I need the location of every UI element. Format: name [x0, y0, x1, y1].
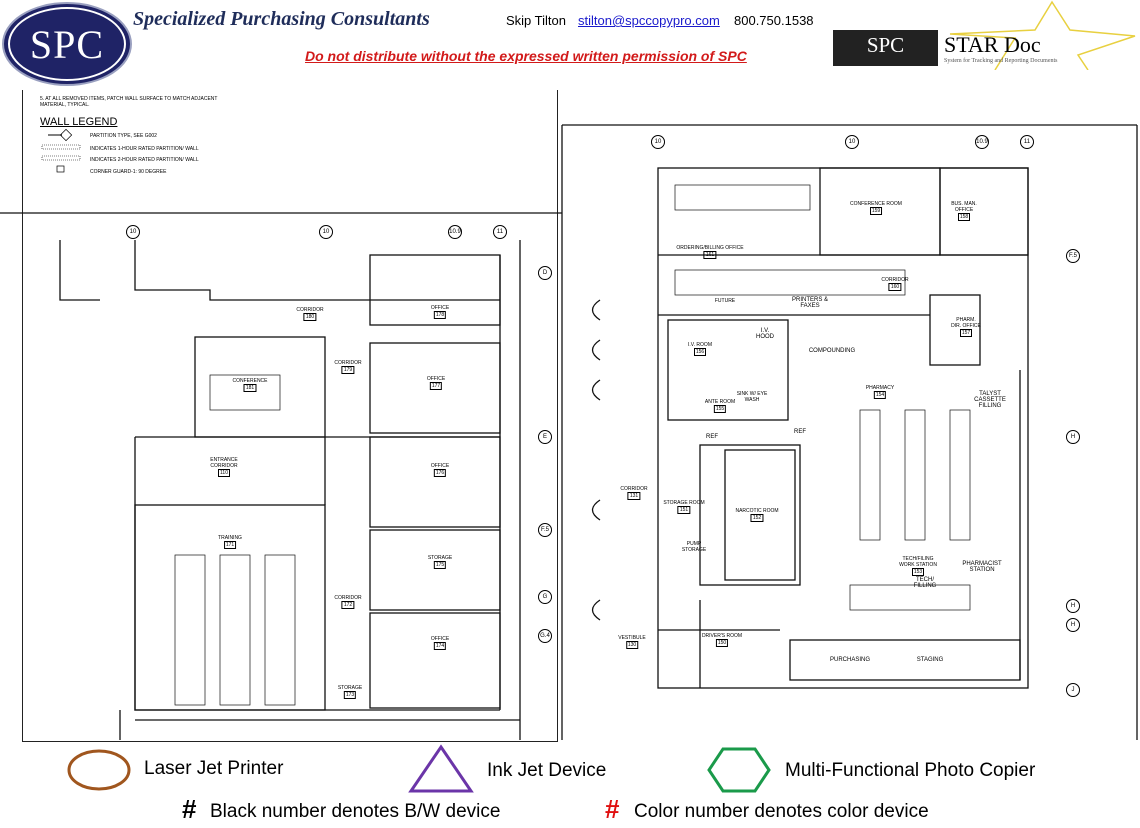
- legend-inkjet-label: Ink Jet Device: [487, 760, 607, 781]
- plan-label: FUTURE: [714, 298, 736, 304]
- stardoc-subtitle: System for Tracking and Reporting Docume…: [944, 58, 1058, 64]
- grid-col-marker: 10: [319, 225, 333, 239]
- grid-row-marker: E: [538, 430, 552, 444]
- plan-label: PUMP STORAGE: [681, 541, 707, 553]
- plan-label: PURCHASING: [829, 657, 871, 663]
- plan-label: REF: [706, 434, 718, 440]
- grid-row-marker: G.4: [538, 629, 552, 643]
- grid-col-marker: 11: [1020, 135, 1034, 149]
- wall-legend-item: CORNER GUARD-1: 90 DEGREE: [90, 169, 167, 175]
- plan-label: SINK W/ EYE WASH: [736, 391, 768, 403]
- plan-label: PRINTERS & FAXES: [791, 297, 828, 309]
- grid-col-marker: 10: [845, 135, 859, 149]
- spc-logo-text: SPC: [8, 7, 126, 81]
- wall-legend-item: INDICATES 2-HOUR RATED PARTITION/ WALL: [90, 157, 199, 163]
- stardoc-logo: SPC: [833, 30, 938, 66]
- grid-row-marker: H: [1066, 430, 1080, 444]
- grid-row-marker: H: [1066, 618, 1080, 632]
- grid-row-marker: D: [538, 266, 552, 280]
- legend-mfp-label: Multi-Functional Photo Copier: [785, 760, 1036, 781]
- plan-label: STAGING: [916, 657, 944, 663]
- laser-printer-circle-icon: [67, 749, 131, 791]
- black-hash-symbol: #: [182, 794, 197, 824]
- contact-name: Skip Tilton: [506, 13, 566, 28]
- stardoc-title: STAR Doc: [944, 32, 1041, 57]
- plan-label: COMPOUNDING: [808, 348, 856, 354]
- company-name: Specialized Purchasing Consultants: [133, 8, 430, 30]
- mfp-hexagon-icon: [707, 747, 771, 793]
- star-icon: [949, 0, 1136, 70]
- wall-legend-item: INDICATES 1-HOUR RATED PARTITION/ WALL: [90, 146, 199, 152]
- plan-label: TECH/ FILLING: [913, 577, 937, 589]
- plan-label: I.V. HOOD: [756, 328, 774, 340]
- grid-row-marker: H: [1066, 599, 1080, 613]
- grid-col-marker: 11: [493, 225, 507, 239]
- wall-legend-title: WALL LEGEND: [40, 116, 118, 128]
- plan-label: TALYST CASSETTE FILLING: [974, 391, 1006, 409]
- grid-row-marker: F.5: [538, 523, 552, 537]
- plan-label: PHARMACIST STATION: [962, 561, 1002, 573]
- legend-laser-label: Laser Jet Printer: [144, 758, 284, 779]
- plan-label: REF: [794, 429, 806, 435]
- grid-row-marker: J: [1066, 683, 1080, 697]
- grid-col-marker: 10: [651, 135, 665, 149]
- spc-logo: SPC: [2, 2, 132, 86]
- legend-color-label: Color number denotes color device: [634, 801, 929, 822]
- contact-phone: 800.750.1538: [734, 13, 814, 28]
- distribution-warning: Do not distribute without the expressed …: [305, 48, 747, 64]
- wall-legend-symbols: [41, 128, 81, 173]
- legend-bw-label: Black number denotes B/W device: [210, 801, 501, 822]
- grid-col-marker: 10.9: [975, 135, 989, 149]
- plan-note: 5. AT ALL REMOVED ITEMS, PATCH WALL SURF…: [40, 96, 218, 108]
- inkjet-triangle-icon: [408, 744, 474, 793]
- wall-legend-item: PARTITION TYPE, SEE G002: [90, 133, 157, 139]
- grid-row-marker: F.5: [1066, 249, 1080, 263]
- left-floor-plan: [22, 90, 558, 742]
- contact-email-link[interactable]: stilton@spccopypro.com: [578, 13, 720, 28]
- red-hash-symbol: #: [605, 794, 620, 824]
- grid-col-marker: 10.9: [448, 225, 462, 239]
- grid-col-marker: 10: [126, 225, 140, 239]
- grid-row-marker: G: [538, 590, 552, 604]
